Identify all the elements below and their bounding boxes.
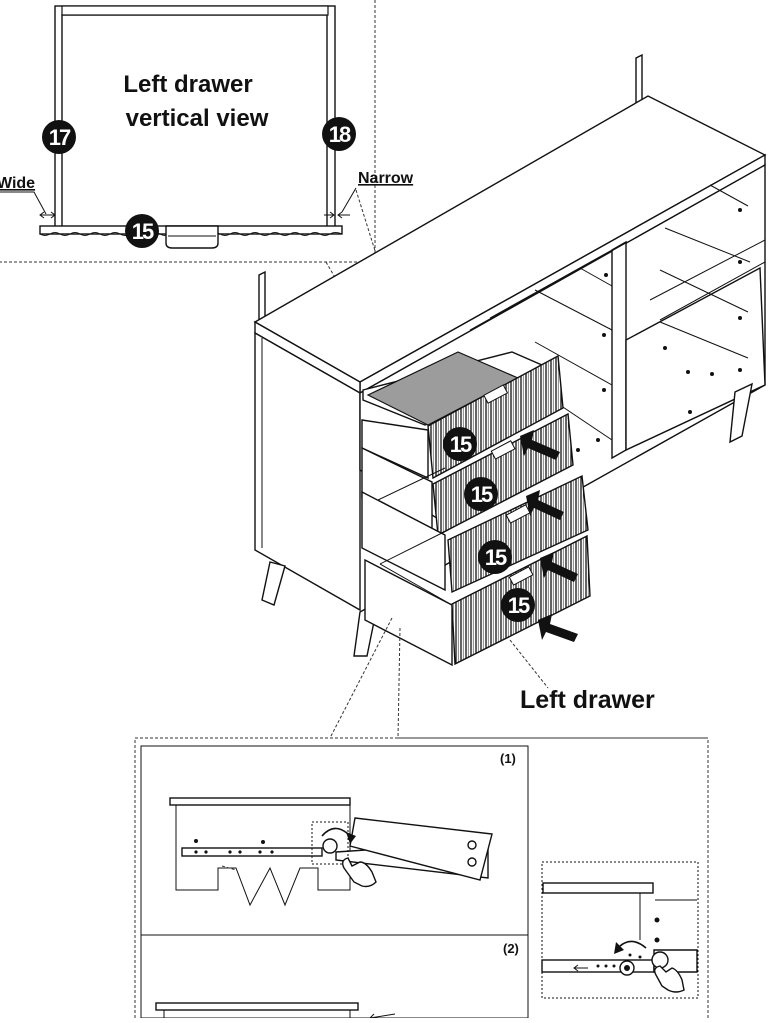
inset-title-line1: Left drawer — [123, 71, 252, 98]
dresser-main: 15 15 15 15 Left drawer — [253, 53, 767, 739]
drawer-badge-1 — [443, 427, 477, 461]
part-badge-15 — [125, 214, 159, 248]
step-2-label: (2) — [503, 941, 519, 956]
wide-gap-label: Wide — [0, 175, 35, 192]
bottom-inset: (1) (2) — [134, 737, 709, 1022]
drawer-badge-4 — [501, 588, 535, 622]
drawer-badge-2-label: 15 — [471, 482, 493, 507]
left-drawer-label: Left drawer — [520, 686, 655, 714]
part-badge-18 — [322, 117, 356, 151]
part-badge-18-label: 18 — [329, 122, 351, 147]
narrow-gap-label: Narrow — [358, 170, 414, 187]
step-1-label: (1) — [500, 751, 516, 766]
drawer-badge-3-label: 15 — [485, 545, 507, 570]
part-badge-17-label: 17 — [49, 125, 71, 150]
part-badge-15-label: 15 — [132, 219, 154, 244]
drawer-badge-1-label: 15 — [450, 432, 472, 457]
top-inset: Left drawer vertical view 17 18 15 Wide … — [0, 0, 429, 421]
drawer-badge-4-label: 15 — [508, 593, 530, 618]
inset-title-line2: vertical view — [126, 105, 269, 132]
drawer-badge-2 — [464, 477, 498, 511]
drawer-badge-3 — [478, 540, 512, 574]
part-badge-17 — [42, 120, 76, 154]
